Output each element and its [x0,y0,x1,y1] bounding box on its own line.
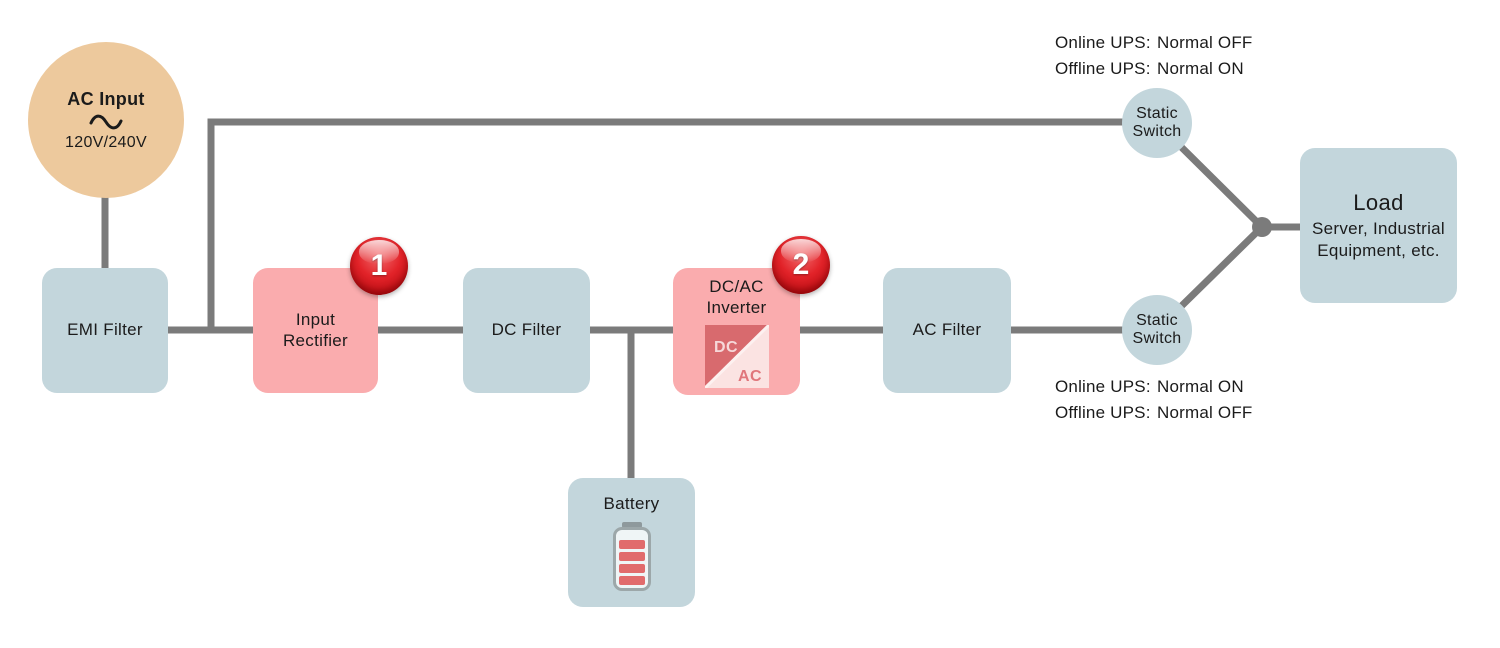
dc-filter-label: DC Filter [491,320,562,340]
node-static-switch-top: Static Switch [1122,88,1192,158]
ac-filter-label: AC Filter [912,320,982,340]
dc-ac-icon: DC AC [704,325,769,389]
step-badge-1: 1 [350,237,408,295]
battery-label: Battery [603,494,660,513]
annotation-label: Offline UPS: [1055,403,1151,422]
annotation-value: Normal OFF [1157,33,1253,52]
battery-icon-bar [618,563,645,573]
node-emi-filter: EMI Filter [42,268,168,393]
battery-icon-body [612,526,651,591]
emi-filter-label: EMI Filter [67,320,143,340]
battery-icon-bar [618,539,645,549]
load-subtitle: Server, Industrial Equipment, etc. [1312,219,1445,260]
ac-input-title: AC Input [67,88,145,109]
inverter-label: DC/AC Inverter [706,277,767,317]
ac-input-voltage: 120V/240V [65,133,147,151]
input-rectifier-label: Input Rectifier [282,309,349,350]
battery-icon-bar [618,575,645,585]
annotation-label: Online UPS: [1055,33,1151,52]
annotation-label: Offline UPS: [1055,59,1151,78]
dc-ac-icon-dc-label: DC [714,339,738,356]
node-battery: Battery [568,478,695,607]
node-load: Load Server, Industrial Equipment, etc. [1300,148,1457,303]
wire-bypass [207,118,1157,332]
step-badge-2-number: 2 [792,248,810,281]
step-badge-1-number: 1 [370,249,388,282]
battery-icon [612,521,651,591]
annotation-top-switch: Online UPS: Normal OFF Offline UPS: Norm… [1055,34,1253,77]
load-title: Load [1353,190,1404,216]
junction-dot [1252,217,1272,237]
battery-icon-bar [618,551,645,561]
annotation-value: Normal OFF [1157,403,1253,422]
node-ac-filter: AC Filter [883,268,1011,393]
annotation-value: Normal ON [1157,59,1244,78]
static-switch-bottom-label: Static Switch [1132,312,1182,347]
sine-wave-icon [89,114,123,129]
annotation-label: Online UPS: [1055,377,1151,396]
dc-ac-icon-ac-label: AC [738,368,762,385]
static-switch-top-label: Static Switch [1132,105,1182,140]
annotation-value: Normal ON [1157,377,1244,396]
node-static-switch-bottom: Static Switch [1122,295,1192,365]
node-dc-filter: DC Filter [463,268,590,393]
node-input-rectifier: Input Rectifier [253,268,378,393]
annotation-bottom-switch: Online UPS: Normal ON Offline UPS: Norma… [1055,378,1253,421]
battery-icon-cap [621,521,642,528]
node-inverter: DC/AC Inverter DC AC [673,268,800,395]
step-badge-2: 2 [772,236,830,294]
node-ac-input: AC Input 120V/240V [28,42,184,198]
